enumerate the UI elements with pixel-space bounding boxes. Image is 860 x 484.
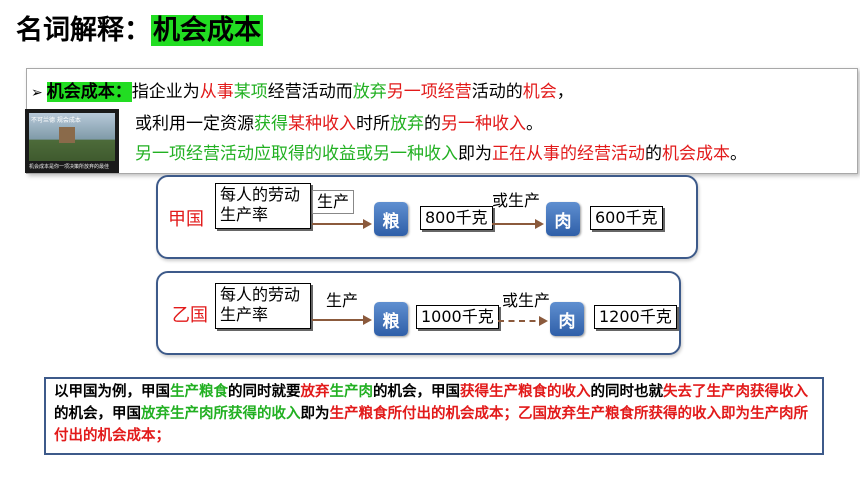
arrow-produce [312,315,372,325]
text-run: 活动的 [471,82,523,102]
productivity-box: 每人的劳动 生产率 [215,183,311,229]
title-highlight: 机会成本 [151,15,263,46]
arrow-produce [312,219,372,229]
text-run: 生产肉 [329,383,374,400]
definition-box: ➢机会成本：指企业为从事某项经营活动而放弃另一项经营活动的机会， 不可兰德 规会… [25,68,858,174]
explanation-box: 以甲国为例，甲国生产粮食的同时就要放弃生产肉的机会，甲国获得生产粮食的收入的同时… [44,377,824,455]
definition-line-3: 另一项经营活动应取得的收益或另一种收入即为正在从事的经营活动的机会成本。 [135,139,747,164]
produce-label: 生产 [326,291,359,310]
text-run: 放弃 [352,82,387,102]
or-produce-label: 或生产 [502,291,551,310]
text-run: 失去了生产肉获得收入 [663,383,808,400]
page-title: 名词解释：机会成本 [16,8,263,47]
meat-badge: 肉 [550,302,584,336]
text-run: 获得 [254,114,288,134]
text-run: 即为 [300,405,330,422]
text-run: ， [556,82,574,102]
arrow-or-produce [492,219,544,229]
text-run: 的 [424,114,441,134]
text-run: 的同时也就 [590,383,664,400]
text-run: 机会成本 [662,144,730,164]
text-run: 即为 [458,144,492,164]
text-run: 另一项经营活动应取得的收益或另一种收入 [135,144,458,164]
text-run: 获得生产粮食的收入 [460,383,591,400]
video-thumbnail[interactable]: 不可兰德 规会成本 机会成本是你一项决策所放弃的最佳 [25,109,119,173]
text-run: 另一种收入 [441,114,526,134]
thumbnail-castle [59,127,75,143]
text-run: 的机会，甲国 [54,405,141,422]
text-run: 正在从事的经营活动 [492,144,645,164]
panel-jia: 甲国 每人的劳动 生产率 生产 粮 800千克 或生产 肉 600千克 [156,175,698,259]
title-prefix: 名词解释： [16,15,151,46]
text-run: 从事 [199,82,234,102]
meat-amount: 600千克 [590,206,663,230]
grain-badge: 粮 [374,202,408,236]
text-run: 或利用一定资源 [135,114,254,134]
country-label: 甲国 [168,209,204,230]
or-produce-label: 或生产 [492,191,541,210]
arrow-or-produce [498,316,548,326]
text-run: 经营活动而 [267,82,353,102]
text-run: 的同时就要 [228,383,301,400]
country-label: 乙国 [172,305,208,326]
definition-line-1-text: 指企业为从事某项经营活动而放弃另一项经营活动的机会， [132,82,574,102]
text-run: 。 [730,144,747,164]
meat-amount: 1200千克 [594,305,677,329]
panel-yi: 乙国 每人的劳动 生产率 生产 粮 1000千克 或生产 肉 1200千克 [156,271,681,355]
text-run: 放弃生产肉所获得的收入 [141,405,301,422]
text-run: 生产粮食所付出的机会成本；乙国放弃生产粮食所获得的收入即为生产肉所付出的机会成本… [54,405,808,444]
meat-badge: 肉 [546,202,580,236]
text-run: 某项 [233,82,268,102]
text-run: 以甲国为例，甲国 [54,383,170,400]
definition-line-2: 或利用一定资源获得某种收入时所放弃的另一种收入。 [135,109,543,134]
text-run: 另一项经营 [386,82,472,102]
grain-amount: 1000千克 [416,305,499,329]
text-run: 的机会，甲国 [373,383,460,400]
definition-line-1: ➢机会成本：指企业为从事某项经营活动而放弃另一项经营活动的机会， [31,77,574,102]
text-run: 的 [645,144,662,164]
text-run: 机会 [522,82,557,102]
text-run: 。 [526,114,543,134]
text-run: 放弃 [300,383,330,400]
productivity-box: 每人的劳动 生产率 [215,283,311,329]
text-run: 时所 [356,114,390,134]
text-run: 生产粮食 [170,383,228,400]
text-run: 放弃 [390,114,424,134]
text-run: 某种收入 [288,114,356,134]
grain-amount: 800千克 [420,206,493,230]
grain-badge: 粮 [374,302,408,336]
bullet-arrow-icon: ➢ [31,85,43,101]
thumbnail-caption-bottom: 机会成本是你一项决策所放弃的最佳 [29,164,110,170]
thumbnail-caption-top: 不可兰德 规会成本 [31,117,81,124]
definition-term: 机会成本： [46,82,132,102]
produce-label: 生产 [312,190,355,214]
text-run: 指企业为 [131,82,200,102]
